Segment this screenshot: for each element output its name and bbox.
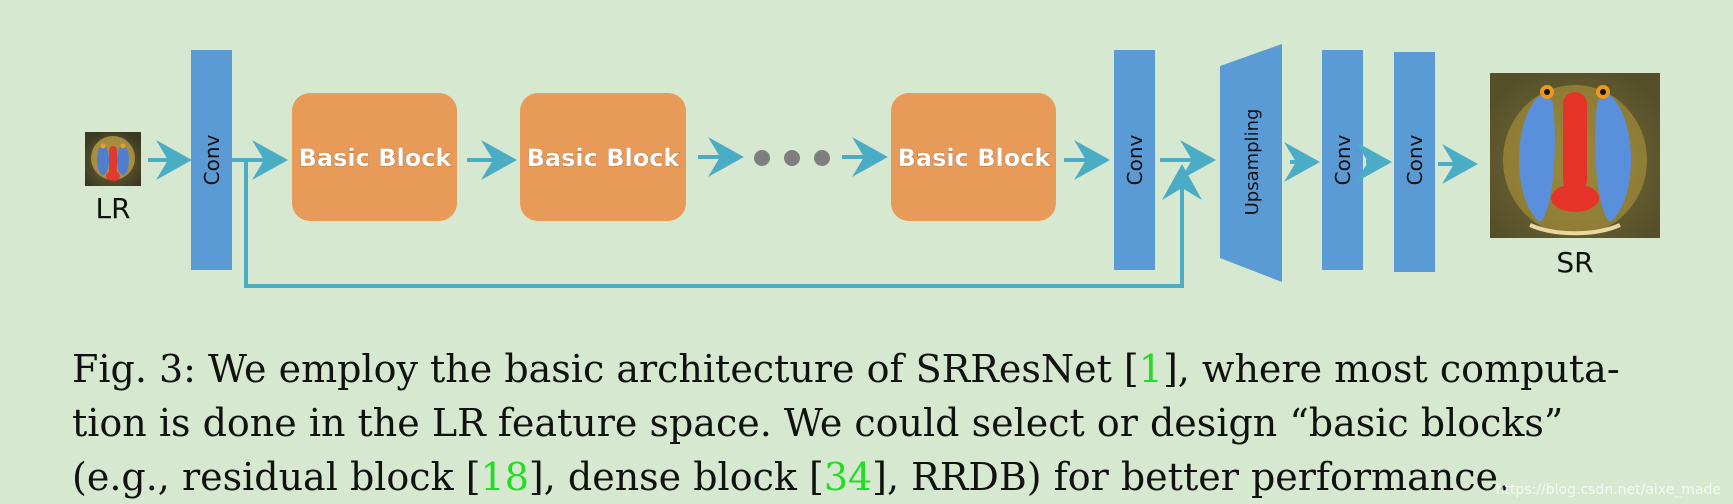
caption-text: ], dense block [ <box>528 455 824 499</box>
caption-text: ], RRDB) for better performance. <box>872 455 1511 499</box>
caption-line-2: tion is done in the LR feature space. We… <box>72 401 1564 445</box>
sr-label: SR <box>1556 246 1593 279</box>
conv-layer-2-label: Conv <box>1123 134 1147 185</box>
basic-block-3: Basic Block <box>891 93 1056 221</box>
caption-text: Fig. 3: We employ the basic architecture… <box>72 347 1139 391</box>
figure-caption: Fig. 3: We employ the basic architecture… <box>72 342 1672 504</box>
sr-output-image <box>1490 73 1660 238</box>
upsampling-layer: Upsampling <box>1220 44 1282 282</box>
lr-input-image <box>85 132 141 186</box>
basic-block-2-label: Basic Block <box>527 144 681 172</box>
caption-line-3: (e.g., residual block [18], dense block … <box>72 450 1672 504</box>
lr-label: LR <box>95 192 130 225</box>
citation-link-1[interactable]: 1 <box>1138 347 1163 391</box>
conv-layer-1: Conv <box>191 50 232 270</box>
basic-block-3-label: Basic Block <box>898 144 1052 172</box>
caption-text: (e.g., residual block [ <box>72 455 481 499</box>
conv-layer-3-label: Conv <box>1331 134 1355 185</box>
upsampling-label: Upsampling <box>1242 109 1263 216</box>
caption-line-1: Fig. 3: We employ the basic architecture… <box>72 342 1672 396</box>
srresnet-architecture-diagram: LR Conv Basic Block Basic Block Basic Bl… <box>85 44 1660 288</box>
conv-layer-4: Conv <box>1394 52 1435 272</box>
basic-block-2: Basic Block <box>520 93 686 221</box>
conv-layer-1-label: Conv <box>200 134 224 185</box>
watermark: https://blog.csdn.net/aixe_made <box>1495 482 1721 498</box>
basic-block-1-label: Basic Block <box>299 144 453 172</box>
skip-connection <box>244 160 1202 288</box>
citation-link-18[interactable]: 18 <box>480 455 529 499</box>
basic-block-1: Basic Block <box>292 93 457 221</box>
citation-link-34[interactable]: 34 <box>823 455 873 499</box>
conv-layer-2: Conv <box>1114 50 1155 270</box>
conv-layer-3: Conv <box>1322 50 1363 270</box>
conv-layer-4-label: Conv <box>1403 134 1427 185</box>
ellipsis-dots <box>754 150 830 166</box>
caption-text: ], where most computa- <box>1162 347 1620 391</box>
